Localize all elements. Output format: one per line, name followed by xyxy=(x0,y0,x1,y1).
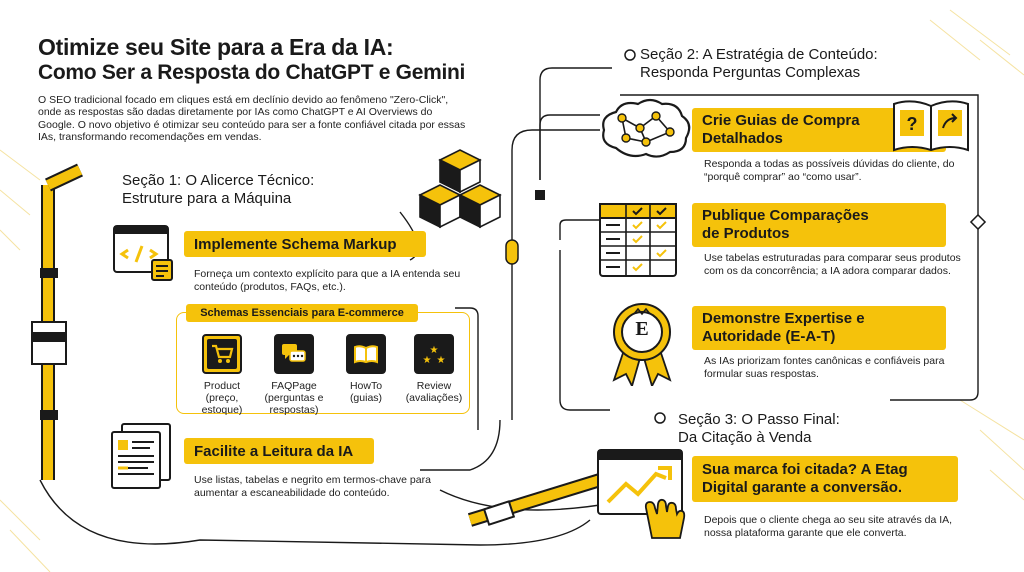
comparisons-title: Publique Comparações de Produtos xyxy=(692,203,946,247)
svg-text:?: ? xyxy=(907,114,918,134)
schemas-box-title: Schemas Essenciais para E-commerce xyxy=(186,304,418,322)
schema-item-faqpage: FAQPage (perguntas e respostas) xyxy=(262,334,326,416)
svg-text:★: ★ xyxy=(423,355,432,365)
conversion-desc: Depois que o cliente chega ao seu site a… xyxy=(704,514,953,539)
reading-desc: Use listas, tabelas e negrito em termos-… xyxy=(194,474,431,499)
schema-markup-desc: Forneça um contexto explícito para que a… xyxy=(194,268,461,293)
page-subtitle: Como Ser a Resposta do ChatGPT e Gemini xyxy=(38,61,466,84)
badge-letter: E xyxy=(635,318,649,340)
schema-item-review: ★★★ Review (avaliações) xyxy=(402,334,466,404)
intro-text: O SEO tradicional focado em cliques está… xyxy=(38,94,466,143)
svg-text:★: ★ xyxy=(437,355,446,365)
chat-bubbles-icon xyxy=(274,334,314,374)
shopping-cart-icon xyxy=(202,334,242,374)
guides-desc: Responda a todas as possíveis dúvidas do… xyxy=(704,158,955,183)
code-window-icon xyxy=(112,224,174,282)
svg-text:★: ★ xyxy=(430,345,439,356)
document-icon xyxy=(108,422,180,490)
open-book-question-icon: ? xyxy=(888,96,974,154)
expertise-desc: As IAs priorizam fontes canônicas e conf… xyxy=(704,355,945,380)
section1-heading: Seção 1: O Alicerce Técnico: Estruture p… xyxy=(122,172,315,207)
brain-network-icon xyxy=(596,98,700,162)
page-title: Otimize seu Site para a Era da IA: xyxy=(38,34,394,60)
growth-chart-click-icon xyxy=(596,448,696,540)
section2-heading: Seção 2: A Estratégia de Conteúdo: Respo… xyxy=(640,46,878,81)
comparisons-desc: Use tabelas estruturadas para comparar s… xyxy=(704,252,961,277)
schema-item-product: Product (preço, estoque) xyxy=(190,334,254,416)
stars-icon: ★★★ xyxy=(414,334,454,374)
conversion-title: Sua marca foi citada? A Etag Digital gar… xyxy=(692,456,958,502)
comparison-table-icon xyxy=(598,202,680,278)
open-book-icon xyxy=(346,334,386,374)
schema-item-howto: HowTo (guias) xyxy=(334,334,398,404)
reading-title: Facilite a Leitura da IA xyxy=(184,438,374,464)
section3-heading: Seção 3: O Passo Final: Da Citação à Ven… xyxy=(678,411,840,446)
expertise-title: Demonstre Expertise e Autoridade (E-A-T) xyxy=(692,306,946,350)
authority-badge-icon xyxy=(610,300,674,389)
schema-markup-title: Implemente Schema Markup xyxy=(184,231,426,257)
